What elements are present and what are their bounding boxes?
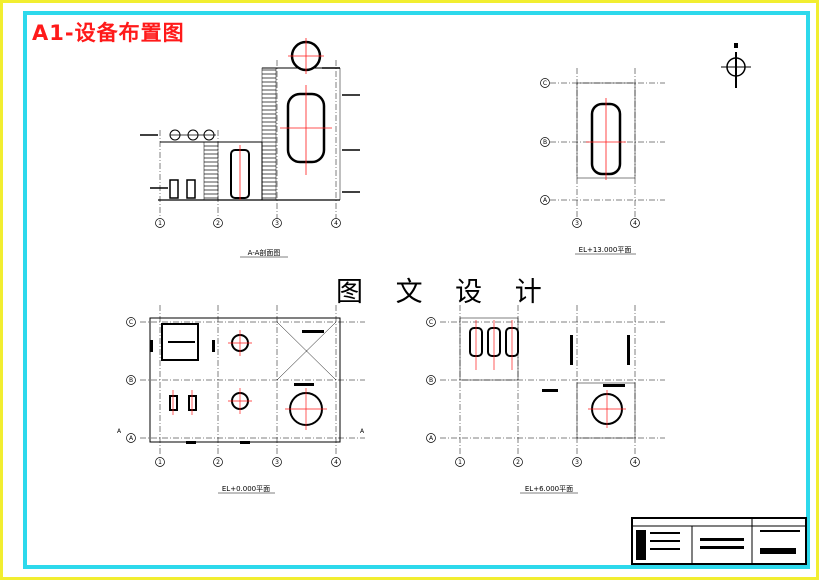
axis-label-2: 2 [516,459,520,466]
axis-label-b: B [429,377,433,384]
axis-label-3: 3 [275,220,279,227]
axis-label-4: 4 [334,459,338,466]
axis-label-a: A [429,435,434,442]
drawing-border [23,11,810,569]
plan-6000-caption: EL+6.000平面 [525,485,573,493]
axis-label-3: 3 [575,459,579,466]
section-aa-caption: A-A剖面图 [248,248,281,257]
axis-label-3: 3 [275,459,279,466]
section-mark-right: A [360,428,365,435]
plan-6000-view: C B A 1 2 3 4 EL+6.000平面 [426,305,665,494]
plan-0000-caption: EL+0.000平面 [222,485,270,493]
axis-label-4: 4 [334,220,338,227]
watermark-text: 图 文 设 计 [336,277,554,308]
axis-label-a: A [129,435,134,442]
title-block [631,517,807,565]
axis-label-1: 1 [158,459,162,466]
plan-0000-view: C B A 1 2 3 4 A A EL+0.000平面 [117,305,365,494]
axis-label-c: C [429,319,433,326]
plan-13000-view: C B A 3 4 EL+13.000平面 [540,68,665,255]
axis-label-2: 2 [216,459,220,466]
north-arrow-icon [721,43,751,88]
axis-label-b: B [129,377,133,384]
axis-label-c: C [543,80,547,87]
axis-label-2: 2 [216,220,220,227]
axis-label-b: B [543,139,547,146]
axis-label-4: 4 [633,220,637,227]
sheet-title: A1-设备布置图 [32,21,185,45]
plan-13000-caption: EL+13.000平面 [579,246,632,254]
section-aa-view: 1 2 3 4 A-A剖面图 [140,38,360,258]
axis-label-c: C [129,319,133,326]
section-mark-left: A [117,428,122,435]
axis-label-3: 3 [575,220,579,227]
axis-label-1: 1 [458,459,462,466]
axis-label-4: 4 [633,459,637,466]
axis-label-1: 1 [158,220,162,227]
axis-label-a: A [543,197,548,204]
